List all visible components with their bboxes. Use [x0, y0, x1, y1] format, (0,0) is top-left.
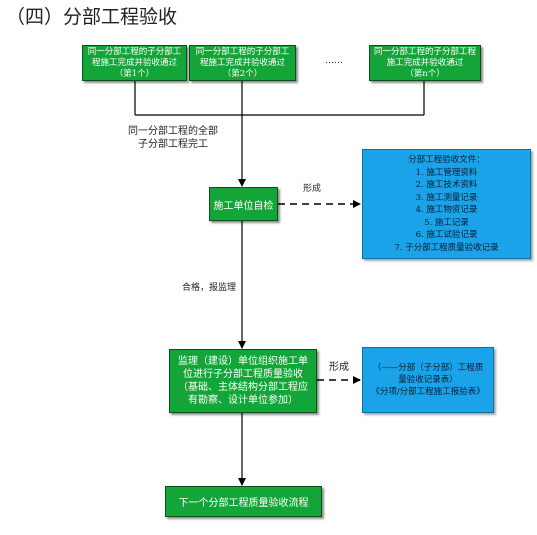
acceptance-records-box: （——分部（子分部）工程质 量验收记录表） 《分项/分部工程施工报验表》: [362, 347, 494, 413]
merge-label: 同一分部工程的全部 子分部工程完工: [128, 125, 218, 151]
ellipsis: ……: [325, 56, 343, 66]
merge-label-line: 子分部工程完工: [138, 139, 208, 150]
records-text: （——分部（子分部）工程质: [372, 363, 484, 373]
supervision-text: 位进行子分部工程质量验收: [183, 369, 303, 380]
next-acceptance-box: 下一个分部工程质量验收流程: [165, 486, 322, 517]
self-check-box: 施工单位自检: [209, 187, 278, 221]
subsection-box-2: 同一分部工程的子分部工 程施工完成并验收通过 （第2个）: [189, 45, 296, 81]
docs-item: 6. 施工试验记录: [415, 230, 478, 240]
merge-label-line: 同一分部工程的全部: [128, 126, 218, 137]
box-text: 同一分部工程的子分部工: [195, 46, 290, 57]
docs-title: 分部工程验收文件：: [408, 155, 485, 165]
box-text: （第2个）: [222, 68, 263, 79]
docs-item: 3. 施工测量记录: [415, 192, 478, 203]
self-check-text: 施工单位自检: [213, 200, 274, 212]
docs-item: 7. 子分部工程质量验收记录: [394, 242, 499, 253]
box-text: （第n个）: [405, 68, 445, 79]
subsection-box-1: 同一分部工程的子分部工 程施工完成并验收通过 （第1个）: [82, 45, 187, 81]
records-text: 量验收记录表）: [398, 375, 458, 385]
docs-item: 5. 施工记录: [424, 217, 469, 228]
supervision-acceptance-box: 监理（建设）单位组织施工单 位进行子分部工程质量验收 （基础、主体结构分部工程应…: [169, 349, 317, 413]
acceptance-docs-box: 分部工程验收文件： 1. 施工管理资料 2. 施工技术资料 3. 施工测量记录 …: [362, 149, 531, 259]
docs-item: 1. 施工管理资料: [415, 167, 478, 178]
supervision-text: 有勘察、设计单位参加）: [188, 395, 298, 406]
docs-item: 4. 施工物资记录: [415, 205, 478, 215]
box-text: 程施工完成并验收通过: [91, 57, 177, 68]
box-text: 程施工完成并验收通过: [199, 57, 285, 68]
pass-label: 合格，报监理: [182, 283, 237, 293]
records-text: 《分项/分部工程施工报验表》: [371, 387, 485, 397]
box-text: 同一分部工程的子分部工程: [373, 46, 476, 57]
supervision-text: 监理（建设）单位组织施工单: [178, 356, 308, 367]
supervision-text: （基础、主体结构分部工程应: [178, 382, 308, 393]
subsection-box-n: 同一分部工程的子分部工程 施工完成并验收通过 （第n个）: [369, 45, 481, 81]
page-title: （四）分部工程验收: [6, 6, 178, 28]
box-text: 施工完成并验收通过: [386, 57, 464, 68]
next-text: 下一个分部工程质量验收流程: [178, 498, 309, 509]
box-text: （第1个）: [114, 68, 155, 79]
box-text: 同一分部工程的子分部工: [87, 46, 182, 57]
formed-label-2: 形成: [329, 362, 349, 373]
docs-item: 2. 施工技术资料: [415, 180, 478, 190]
formed-label-1: 形成: [303, 184, 322, 194]
